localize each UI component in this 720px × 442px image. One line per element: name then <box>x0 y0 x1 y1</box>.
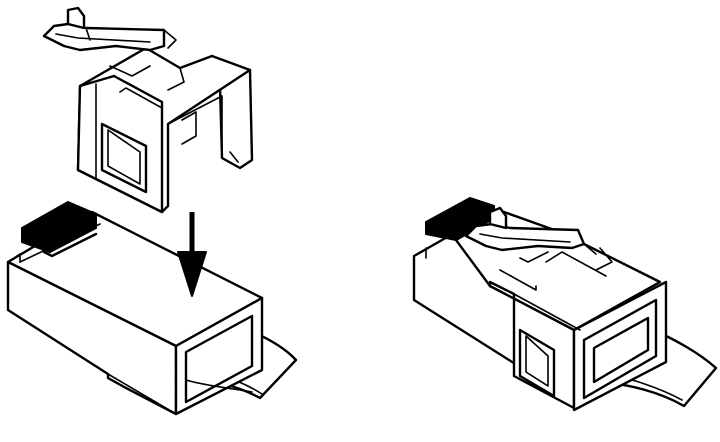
left-panel <box>6 6 298 416</box>
left-latch <box>21 201 98 258</box>
right-panel <box>412 197 718 412</box>
right-boot <box>454 206 668 412</box>
left-boot <box>42 6 254 214</box>
down-arrow-icon <box>177 212 207 297</box>
